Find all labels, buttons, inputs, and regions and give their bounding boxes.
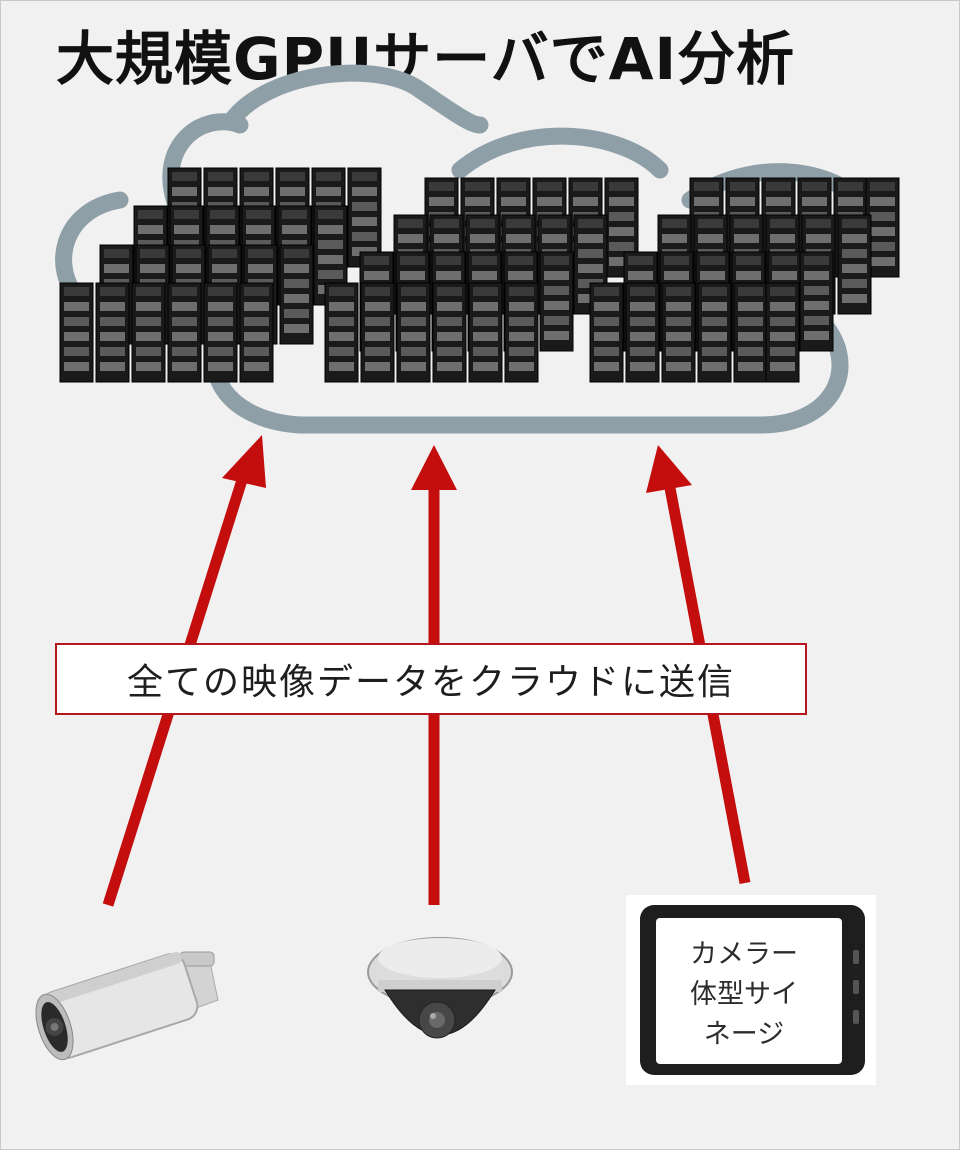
dome-camera-icon <box>367 937 513 1039</box>
caption-box: 全ての映像データをクラウドに送信 <box>55 643 807 715</box>
caption-text: 全ての映像データをクラウドに送信 <box>126 662 735 703</box>
signage-label-line: カメラー <box>690 939 798 970</box>
bullet-camera-icon <box>35 951 219 1061</box>
signage-label-line: 体型サイ <box>690 979 798 1010</box>
page-title: 大規模GPUサーバでAI分析 <box>56 25 796 93</box>
signage-device-icon <box>626 895 876 1085</box>
signage-label-line: ネージ <box>703 1019 785 1050</box>
signage-label: カメラー 体型サイ ネージ <box>660 930 828 1060</box>
